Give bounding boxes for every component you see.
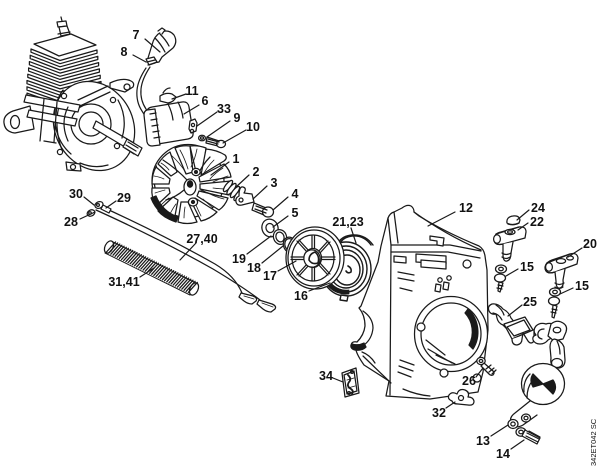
svg-text:15: 15: [575, 279, 589, 293]
svg-text:25: 25: [523, 295, 537, 309]
svg-text:9: 9: [234, 111, 241, 125]
svg-text:33: 33: [217, 102, 231, 116]
svg-text:31,41: 31,41: [108, 275, 139, 289]
svg-text:18: 18: [247, 261, 261, 275]
svg-text:6: 6: [202, 94, 209, 108]
svg-text:28: 28: [64, 215, 78, 229]
svg-text:32: 32: [432, 406, 446, 420]
svg-text:20: 20: [583, 237, 597, 251]
svg-text:22: 22: [530, 215, 544, 229]
svg-text:4: 4: [292, 187, 299, 201]
svg-text:21,23: 21,23: [332, 215, 363, 229]
svg-text:14: 14: [496, 447, 510, 461]
svg-text:34: 34: [319, 369, 333, 383]
svg-text:19: 19: [232, 252, 246, 266]
svg-text:16: 16: [294, 289, 308, 303]
svg-text:30: 30: [69, 187, 83, 201]
svg-text:7: 7: [133, 28, 140, 42]
svg-text:15: 15: [520, 260, 534, 274]
svg-text:1: 1: [233, 152, 240, 166]
svg-text:2: 2: [253, 165, 260, 179]
svg-text:29: 29: [117, 191, 131, 205]
svg-text:26: 26: [462, 374, 476, 388]
svg-text:10: 10: [246, 120, 260, 134]
svg-text:13: 13: [476, 434, 490, 448]
svg-text:24: 24: [531, 201, 545, 215]
svg-text:12: 12: [459, 201, 473, 215]
svg-text:11: 11: [185, 84, 198, 98]
svg-text:342ET042 SC: 342ET042 SC: [589, 418, 598, 466]
svg-text:17: 17: [263, 269, 277, 283]
svg-text:5: 5: [292, 206, 299, 220]
svg-text:8: 8: [121, 45, 128, 59]
svg-text:27,40: 27,40: [186, 232, 217, 246]
svg-text:3: 3: [271, 176, 278, 190]
